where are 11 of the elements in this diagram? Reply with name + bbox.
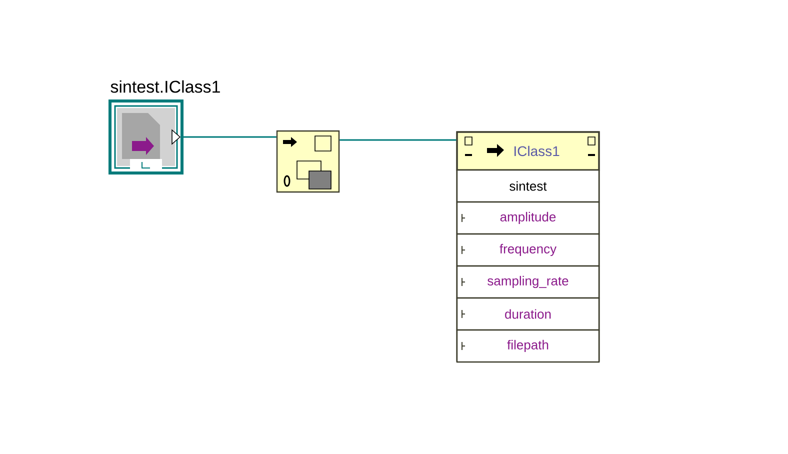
function-icon xyxy=(276,130,340,193)
property-row: sintest xyxy=(456,169,600,203)
class-constant: sintest.IClass1 xyxy=(108,80,220,174)
wire xyxy=(184,136,276,138)
property-row: amplitude xyxy=(456,201,600,235)
wire xyxy=(340,139,456,141)
property-row: filepath xyxy=(456,329,600,363)
property-row: frequency xyxy=(456,233,600,267)
property-row: duration xyxy=(456,297,600,331)
node-label: sintest.IClass1 xyxy=(110,80,220,93)
property-row: sampling_rate xyxy=(456,265,600,299)
